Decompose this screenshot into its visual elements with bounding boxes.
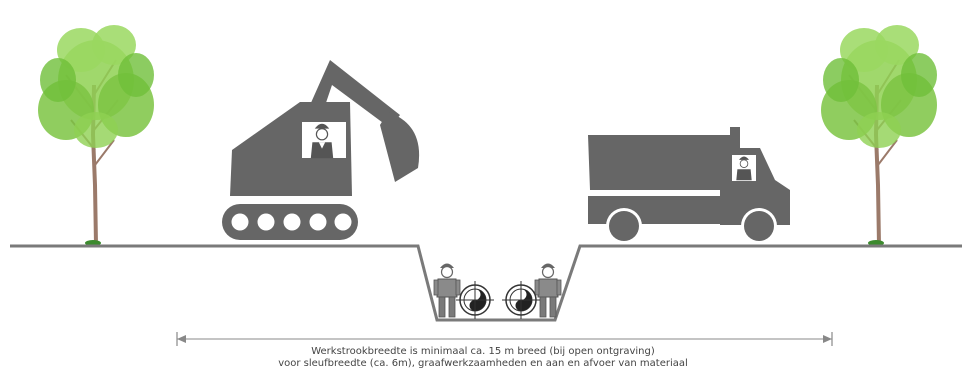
tree-right-icon xyxy=(819,23,939,248)
worker-left-icon xyxy=(433,262,461,318)
tree-left-icon xyxy=(36,23,156,248)
pipe-left-icon xyxy=(455,280,495,320)
worker-right-icon xyxy=(534,262,562,318)
dimension-line xyxy=(176,332,833,346)
dump-truck-icon xyxy=(588,127,790,244)
caption-line-1: Werkstrookbreedte is minimaal ca. 15 m b… xyxy=(311,346,655,357)
pipe-right-icon xyxy=(501,280,541,320)
excavator-icon xyxy=(222,60,420,240)
caption-line-2: voor sleufbreedte (ca. 6m), graafwerkzaa… xyxy=(278,358,688,369)
